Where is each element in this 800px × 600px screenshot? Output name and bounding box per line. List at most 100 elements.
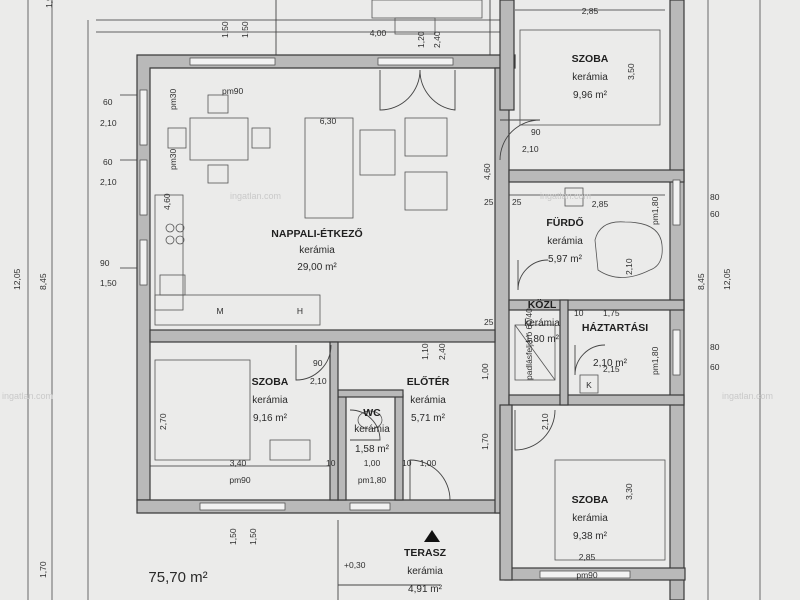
coffee-table [359,129,396,176]
room-area-hall: 5,71 m² [411,413,446,424]
room-material-corridor: kerámia [524,318,560,329]
dimension-texts: 1,95 2,85 1,50 1,50 4,00 1,20 2,40 3,50 … [12,0,732,580]
watermark-right-top: ingatlan.com [540,191,591,201]
dim-text: 10 [326,458,336,468]
dim-text: 1,20 [416,31,426,48]
room-name-living: NAPPALI-ÉTKEZŐ [271,227,362,240]
wall-right-room-left [499,0,515,111]
dim-text: 1,50 [100,278,117,288]
bed-bottom-right [554,459,666,561]
dim-text: 60 [710,362,720,372]
wall-bedroom-br-left [499,404,513,581]
dim-text: 80 [710,192,720,202]
dim-text: 8,45 [38,273,48,290]
dim-text: 25 [512,197,522,207]
room-area-bath: 5,97 m² [548,254,583,265]
terrace-steps [337,520,440,600]
dim-text: 1,50 [220,21,230,38]
room-name-bed-bottom-right: SZOBA [572,494,609,506]
wall-bedroom-left-right [329,341,339,501]
dim-text: 8,45 [696,273,706,290]
dim-text: 2,85 [579,552,596,562]
dim-text: 90 [531,127,541,137]
room-area-bed-top-right: 9,96 m² [573,90,608,101]
dim-text: 10 [402,458,412,468]
dim-text: 1,95 [44,0,54,8]
dim-text: 2,85 [592,199,609,209]
watermark-top: ingatlan.com [230,191,281,201]
room-name-corridor: KÖZL [528,298,557,311]
dim-text: pm90 [229,475,251,485]
dim-text: 3,30 [624,483,634,500]
room-area-bed-left: 9,16 m² [253,413,288,424]
wc-bowl [357,410,383,430]
dim-text: 60 [103,157,113,167]
dim-text: 1,75 [603,308,620,318]
dim-text: 80 [710,342,720,352]
dim-text: 1,00 [364,458,381,468]
room-labels: NAPPALI-ÉTKEZŐ kerámia 29,00 m² SZOBA ke… [216,53,648,595]
dim-text: +0,30 [344,560,366,570]
dim-text: 2,15 [603,364,620,374]
room-material-bath: kerámia [547,236,583,247]
dim-text: pm1,80 [650,196,660,225]
room-material-bed-left: kerámia [252,395,288,406]
dim-text: 60 [710,209,720,219]
dim-text: 90 [313,358,323,368]
bed-left [154,359,251,461]
dim-text: 2,10 [100,118,117,128]
sofa [304,117,354,219]
doors [295,69,606,501]
room-name-bed-left: SZOBA [252,376,289,388]
room-area-bed-bottom-right: 9,38 m² [573,531,608,542]
dim-text: 10 [574,308,584,318]
dim-text: 2,40 [432,31,442,48]
dim-text: 1,50 [248,528,258,545]
kitchen-counter [154,194,184,311]
dim-text: 1,10 [420,343,430,360]
dim-text: 1,70 [38,561,48,578]
armchair-2 [404,171,448,211]
wall-living-bottom [149,329,496,343]
dim-text: 2,40 [437,343,447,360]
dim-text: 2,10 [624,258,634,275]
dim-text: pm90 [576,570,598,580]
room-name-utility: HÁZTARTÁSI [582,321,648,334]
dim-text: 4,60 [162,193,172,210]
dim-text: 1,00 [420,458,437,468]
dim-text: 2,85 [582,6,599,16]
dim-text: 60 [103,97,113,107]
furniture [154,29,666,600]
dim-text: 4,00 [370,28,387,38]
dim-text: 1,00 [480,363,490,380]
dim-text: 2,10 [310,376,327,386]
attic-hatch [514,324,556,381]
dim-text: 3,40 [230,458,247,468]
room-name-hall: ELŐTÉR [407,375,450,388]
wall-bath-top [508,169,685,183]
dim-text: 90 [100,258,110,268]
wall-wc-left [337,394,347,501]
dimension-lines [27,0,761,600]
watermark-right: ingatlan.com [722,391,773,401]
dim-text: 25 [484,317,494,327]
attic-hatch-label: padlásfeljáró 60/40 [524,308,534,380]
room-area-wc: 1,58 m² [355,444,390,455]
total-area: 75,70 m² [148,569,207,586]
room-material-bed-bottom-right: kerámia [572,513,608,524]
dining-table [189,117,249,161]
dim-text: pm30 [168,148,178,170]
room-material-bed-top-right: kerámia [572,72,608,83]
dim-text: 1,50 [228,528,238,545]
room-name-wc: WC [363,407,381,419]
wall-utility-bottom [508,394,685,406]
dim-text: 3,50 [626,63,636,80]
room-area-living: 29,00 m² [297,262,337,273]
dim-text: pm1,80 [650,346,660,375]
boiler [579,374,599,394]
dim-text: 12,05 [722,268,732,290]
appliance-label-k: K [586,380,592,390]
wall-utility-left [559,299,569,406]
room-area-corridor: 1,80 m² [525,334,560,345]
